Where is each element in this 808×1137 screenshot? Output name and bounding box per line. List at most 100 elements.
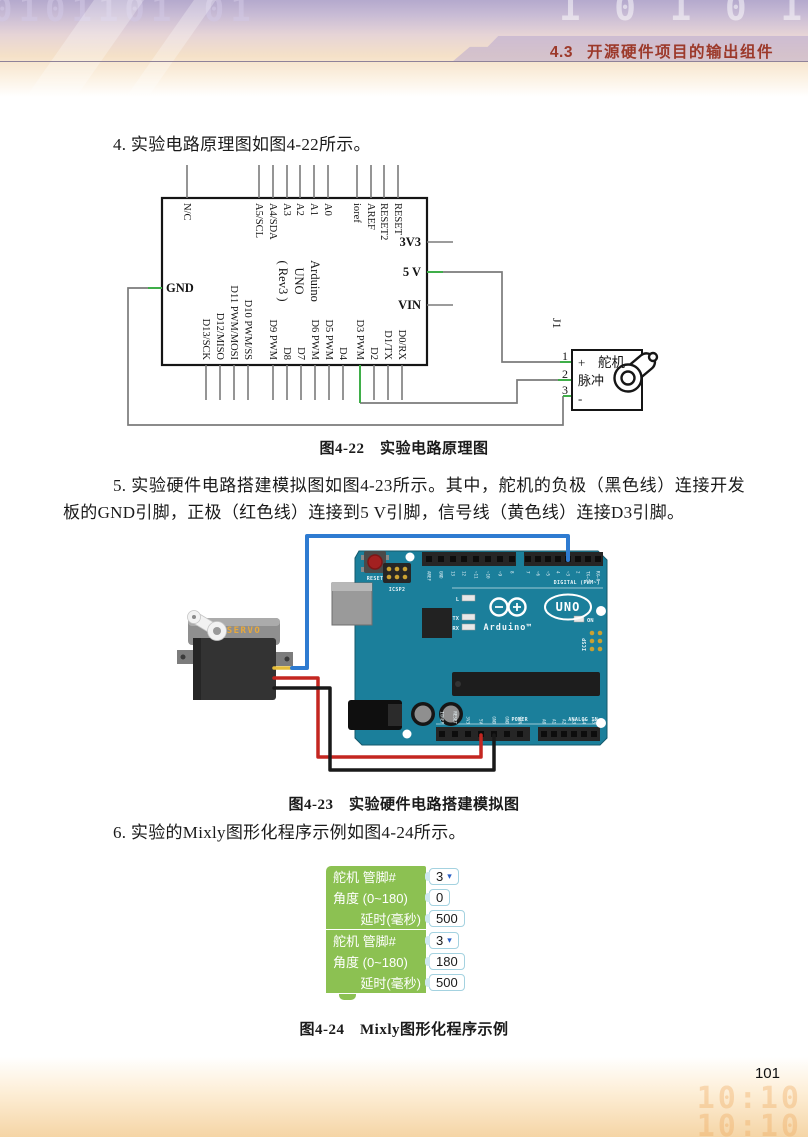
- analog-pin-label: A3: [572, 719, 577, 725]
- figure-caption: 图4-24 Mixly图形化程序示例: [299, 1022, 509, 1038]
- ground-wire-black: [272, 686, 496, 772]
- icsp2-pin: [402, 574, 408, 580]
- paragraph-item-5: 5. 实验硬件电路搭建模拟图如图4-23所示。其中，舵机的负极（黑色线）连接开发…: [63, 476, 745, 522]
- power-pin-label: GND: [492, 716, 497, 724]
- pin-hole: [585, 556, 591, 562]
- pin-hole: [450, 556, 456, 562]
- power-pin-label: RESET: [453, 711, 458, 724]
- page-number: 101: [754, 1065, 780, 1082]
- mixly-row-label: 角度 (0~180): [326, 887, 426, 908]
- icsp2-pin: [402, 566, 408, 572]
- power-pin-label: IOREF: [440, 711, 445, 724]
- arduino-logo-icon: [489, 597, 527, 617]
- pin-hole: [465, 731, 471, 737]
- chip-name-line: ( Rev3 ): [276, 261, 290, 302]
- mixly-row-label: 舵机 管脚#: [326, 930, 426, 951]
- power-jack-face: [388, 704, 402, 726]
- bottom-pin-label: D12/MISO: [214, 313, 225, 361]
- bottom-pin-label: D11 PWM/MOSI: [228, 285, 239, 360]
- top-pin-label: A5/SCL: [253, 203, 264, 238]
- pin-hole: [575, 556, 581, 562]
- pin-hole: [504, 731, 510, 737]
- pin-hole: [525, 556, 531, 562]
- pin-hole: [551, 731, 557, 737]
- light-streak: [26, 0, 144, 97]
- paragraph-item-4: 4. 实验电路原理图如图4-22所示。: [113, 135, 371, 154]
- mixly-value: 3: [436, 869, 444, 884]
- pin-hole: [545, 556, 551, 562]
- servo-title-label: 舵机: [598, 355, 626, 370]
- mounting-holes: [402, 552, 606, 739]
- icsp2-pin: [386, 574, 392, 580]
- atmega-chip: [452, 672, 600, 696]
- digital-pin-label: ~3: [566, 571, 571, 577]
- top-pin-label: A1: [308, 203, 319, 216]
- bottom-pin-label: D7: [295, 347, 306, 360]
- icsp2-pins: [386, 566, 408, 580]
- icsp2-pin: [386, 566, 392, 572]
- figure-caption: 图4-22 实验电路原理图: [319, 441, 489, 457]
- mixly-value: 0: [436, 890, 444, 905]
- mixly-value: 500: [436, 975, 458, 990]
- bottom-pin-label: D3 PWM: [354, 319, 365, 360]
- 5v-wire: [443, 271, 560, 363]
- connector-pin-label: +: [578, 355, 585, 370]
- section-title-band: [452, 36, 808, 62]
- digital-pin-label: 8: [510, 571, 515, 574]
- connector-ref-label: J1: [550, 318, 564, 329]
- pin-hole: [541, 731, 547, 737]
- mixly-block-row: 延时(毫秒)500: [326, 972, 465, 993]
- led-l: [461, 594, 476, 602]
- section-title: 4.3 开源硬件项目的输出组件: [550, 40, 774, 62]
- analog-pin-label: A5: [592, 719, 597, 725]
- mixly-value-box: 180: [425, 953, 465, 970]
- icsp2-pin: [394, 566, 400, 572]
- led-rx-label: RX: [452, 626, 459, 632]
- power-pin-label: 3V3: [466, 716, 471, 724]
- digital-pin-label: GND: [439, 571, 444, 579]
- clock-digits-decoration: 10:10 10:10: [696, 1081, 802, 1137]
- chip-name-line: UNO: [292, 267, 306, 294]
- mixly-value-box: 500: [425, 974, 465, 991]
- capacitors: [411, 702, 463, 726]
- servo-motor: [177, 610, 293, 700]
- mixly-value: 500: [436, 911, 458, 926]
- mixly-value-box: 500: [425, 910, 465, 927]
- arduino-brand-label: Arduino™: [484, 622, 533, 633]
- dropdown-caret-icon: ▾: [447, 871, 452, 881]
- pin-hole: [555, 556, 561, 562]
- header-rule: [0, 61, 808, 62]
- pin-hole: [595, 556, 601, 562]
- bottom-pin-label: D9 PWM: [267, 319, 278, 360]
- digital-pin-label: 4: [556, 571, 561, 574]
- mixly-block-row: 舵机 管脚#3▾: [326, 930, 465, 951]
- servo-label: SERVO: [227, 626, 262, 636]
- power-group-label: POWER: [511, 717, 528, 723]
- bottom-pin-label: D5 PWM: [323, 319, 334, 360]
- digital-pin-label: ~5: [546, 571, 551, 577]
- section-title-text: 开源硬件项目的输出组件: [586, 44, 774, 61]
- analog-header: [538, 727, 600, 741]
- paragraph-item-6: 6. 实验的Mixly图形化程序示例如图4-24所示。: [113, 823, 466, 842]
- pin-hole: [561, 731, 567, 737]
- pin-hole: [438, 556, 444, 562]
- binary-decoration: 1 0 1 0 1: [558, 0, 808, 29]
- top-pin-label: A0: [322, 203, 333, 216]
- uno-label: UNO: [556, 600, 581, 614]
- light-streak: [126, 0, 216, 97]
- right-pin-label: VIN: [398, 298, 421, 312]
- mixly-pin-dropdown: 3▾: [425, 868, 459, 885]
- section-number: 4.3: [549, 44, 573, 61]
- mixly-row-label: 延时(毫秒): [326, 908, 426, 929]
- digital-pin-label: AREF: [427, 571, 432, 582]
- top-pin-label: A2: [294, 203, 305, 216]
- mixly-pin-dropdown: 3▾: [425, 932, 459, 949]
- mixly-bottom-tab: [339, 994, 356, 1000]
- servo-horn-symbol: [613, 351, 659, 393]
- pin-hole: [509, 556, 515, 562]
- power-pin-label: GND: [505, 716, 510, 724]
- digital-pin-label: ~6: [536, 571, 541, 577]
- right-pin-label: 3V3: [399, 235, 421, 249]
